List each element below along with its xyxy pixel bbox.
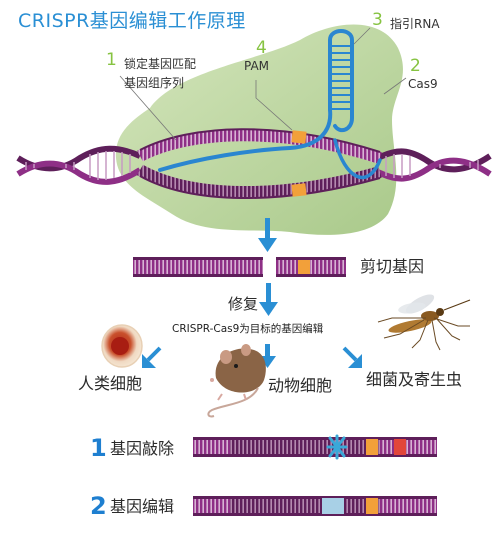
mouse-icon — [207, 344, 266, 418]
edited-dna-bar — [193, 496, 437, 516]
callout-4-number: 4 — [256, 38, 267, 58]
knockout-mark-icon — [326, 434, 348, 460]
target-animal-cell-label: 动物细胞 — [268, 376, 333, 395]
cut-dna-bar — [133, 257, 346, 277]
dna-unwound-strands — [137, 128, 382, 199]
arrow-to-cut — [258, 218, 277, 252]
cell-icon — [101, 324, 143, 368]
dna-helix-left — [16, 145, 142, 185]
callout-2-number: 2 — [410, 56, 421, 76]
callout-3-number: 3 — [372, 10, 383, 30]
callout-1-number: 1 — [106, 50, 117, 70]
result-1-number: 1 — [90, 434, 107, 462]
result-knockout-label: 基因敲除 — [110, 439, 175, 458]
callout-3-text: 指引RNA — [390, 17, 440, 31]
result-edit-label: 基因编辑 — [110, 497, 175, 516]
callout-2-text: Cas9 — [408, 77, 438, 91]
arrow-to-repair — [259, 283, 278, 316]
mosquito-icon — [377, 294, 471, 351]
pam-segment-bottom — [291, 183, 307, 197]
callout-1-text-line2: 基因组序列 — [124, 76, 185, 90]
cut-gene-label: 剪切基因 — [360, 257, 425, 276]
repair-label: 修复 — [228, 295, 259, 313]
subtitle-text: CRISPR-Cas9为目标的基因编辑 — [172, 323, 324, 335]
target-human-cell-label: 人类细胞 — [78, 374, 143, 393]
callout-leader-lines — [119, 27, 407, 141]
diagram-title: CRISPR基因编辑工作原理 — [18, 10, 246, 32]
branch-arrows — [142, 344, 362, 368]
result-2-number: 2 — [90, 492, 107, 520]
pam-segment-top — [291, 130, 307, 144]
knockout-dna-bar — [193, 434, 437, 460]
target-bacteria-parasite-label: 细菌及寄生虫 — [366, 370, 463, 389]
dna-helix-right — [376, 148, 492, 182]
guide-rna — [158, 29, 382, 180]
callout-1-text-line1: 锁定基因匹配 — [124, 57, 197, 71]
callout-4-text: PAM — [244, 59, 270, 73]
